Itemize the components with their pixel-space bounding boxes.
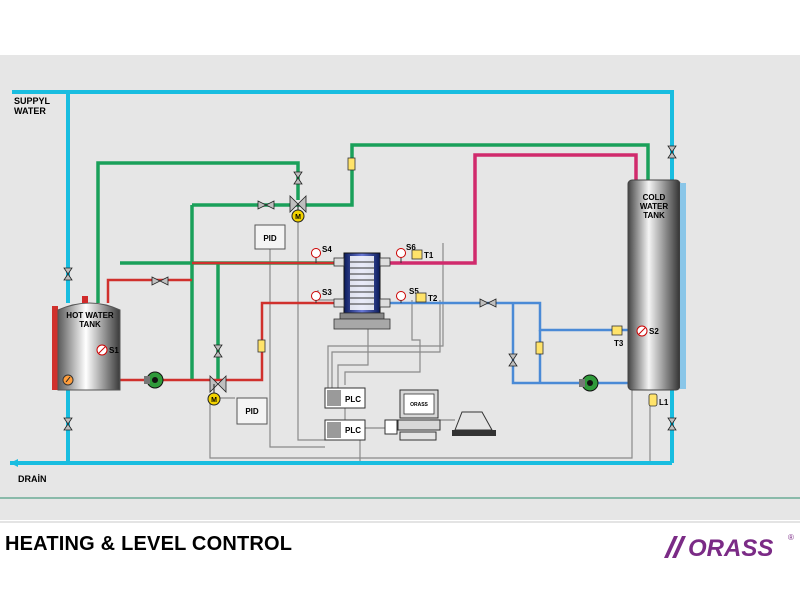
plc-top-label: PLC [345,395,361,404]
cold-tank-label-line2: WATER [640,202,669,211]
supply-water-label-line1: SUPPYL [14,96,51,106]
svg-text:M: M [211,397,217,404]
sensor-t2-label: T2 [428,294,438,303]
pressure-gauge-icon [396,291,406,301]
computer-screen-label: ORASS [410,402,428,408]
brand-name: ORASS [688,535,773,562]
sensor-s5-label: S5 [409,287,419,296]
cold-circulation-pump-icon[interactable] [579,374,599,392]
page-title: HEATING & LEVEL CONTROL [5,533,293,555]
sensor-s3-label: S3 [322,288,332,297]
computer-icon[interactable]: ORASS [384,389,441,441]
svg-text:M: M [295,214,301,221]
pid-bottom-label: PID [245,407,259,416]
sensor-s2-label: S2 [649,327,659,336]
cold-tank-label-line3: TANK [643,211,665,220]
sensor-l1: L1 [648,393,669,407]
flowmeter-icon [535,341,544,355]
sensor-s5: S5 [396,287,419,303]
flowmeter-icon [347,157,356,171]
orass-logo: ORASS ® [664,533,794,562]
sensor-t3: T3 [611,325,624,348]
pid-controller-top[interactable]: PID [254,224,286,250]
temperature-sensor-icon [611,325,623,336]
sensor-s6-label: S6 [406,243,416,252]
motorized-valve-top-icon[interactable]: M [289,195,307,223]
sensor-l1-label: L1 [659,398,669,407]
pressure-gauge-icon [311,248,321,258]
supply-valve-icon[interactable] [63,267,73,281]
hot-water-tank: HOT WATER TANK S1 [52,296,121,391]
green-vert-valve2-icon[interactable] [213,344,223,358]
motorized-valve-bottom-icon[interactable]: M [207,375,227,406]
sensor-t1: T1 [411,249,434,260]
sensor-s4: S4 [311,245,332,263]
temperature-sensor-icon [415,292,427,303]
drain-valve-icon[interactable] [63,417,73,431]
plc-bottom-label: PLC [345,426,361,435]
pid-top-label: PID [263,234,277,243]
sensor-t1-label: T1 [424,251,434,260]
blue-drain-valve-icon[interactable] [508,353,518,367]
bypass-valve-icon[interactable] [151,276,169,286]
plc-top[interactable]: PLC [324,387,366,409]
registered-mark: ® [788,533,794,542]
sensor-s3: S3 [311,288,332,303]
drain-arrow-icon [10,459,18,467]
sensor-s6: S6 [396,243,416,263]
blue-valve-icon[interactable] [479,298,497,308]
sensor-s4-label: S4 [322,245,332,254]
heat-exchanger [333,252,391,330]
hot-tank-label-line1: HOT WATER [66,311,114,320]
hot-circulation-pump-icon[interactable] [144,371,164,389]
cold-drain-valve-icon[interactable] [667,417,677,431]
cold-supply-valve-icon[interactable] [667,145,677,159]
sensor-t2: T2 [415,292,438,303]
level-sensor-icon [648,393,658,407]
hot-return-line [385,153,638,265]
sensor-t3-label: T3 [614,339,624,348]
cold-water-tank: COLD WATER TANK S2 [627,179,686,391]
flowmeter-icon [257,339,266,353]
keyboard-icon [399,431,437,441]
hot-tank-label-line2: TANK [79,320,101,329]
cold-tank-label-line1: COLD [643,193,666,202]
green-valve-icon[interactable] [257,200,275,210]
printer-icon[interactable] [452,411,496,436]
sensor-s1-label: S1 [109,346,119,355]
plc-bottom[interactable]: PLC [324,419,366,441]
temperature-sensor-icon [411,249,423,260]
green-vert-valve-icon[interactable] [293,171,303,185]
supply-water-label-line2: WATER [14,106,46,116]
pressure-gauge-icon [396,248,406,258]
pid-controller-bottom[interactable]: PID [236,397,268,425]
pressure-gauge-icon [311,291,321,301]
drain-label: DRAİN [18,474,47,484]
